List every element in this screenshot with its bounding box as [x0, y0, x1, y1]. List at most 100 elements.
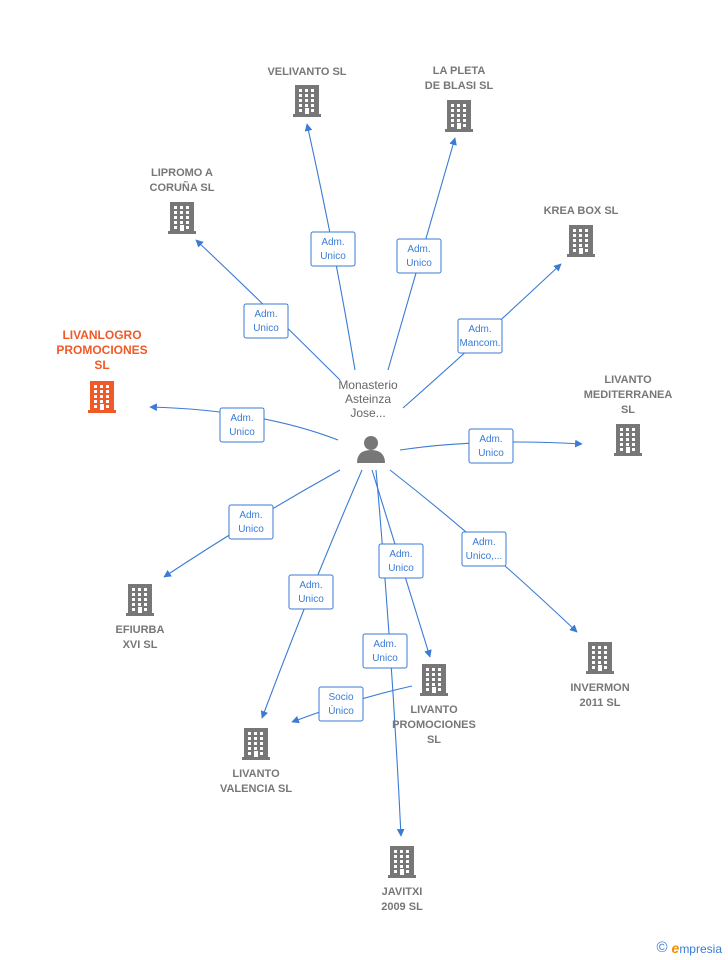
- edge-label-line: Unico: [253, 323, 279, 334]
- node-label: SL: [427, 734, 441, 746]
- node-label: LIPROMO A: [151, 167, 213, 179]
- node-label: MEDITERRANEA: [584, 389, 673, 401]
- edge-label-box: [457, 318, 503, 354]
- building-icon: [168, 202, 196, 234]
- edge-label-livanlogro[interactable]: Adm. Unico: [219, 407, 265, 443]
- edge-label-line: Socio: [328, 692, 353, 703]
- edge-label-la-pleta[interactable]: Adm. Unico: [396, 238, 442, 274]
- edge-label-line: Unico: [298, 594, 324, 605]
- node-label: VALENCIA SL: [220, 783, 292, 795]
- edge-label-livanto-mediterranea[interactable]: Adm. Unico: [468, 428, 514, 464]
- edge-label-line: Mancom.: [459, 338, 500, 349]
- edge-label-line: Adm.: [230, 413, 253, 424]
- center-label: Monasterio: [338, 378, 398, 392]
- brand-name: mpresia: [679, 941, 722, 956]
- node-label: LIVANTO: [232, 768, 280, 780]
- node-label: VELIVANTO SL: [267, 66, 346, 78]
- edge-label-line: Adm.: [407, 244, 430, 255]
- edge-label-box: [362, 633, 408, 669]
- node-label: LIVANTO: [604, 374, 652, 386]
- building-icon: [445, 100, 473, 132]
- edge-label-box: [228, 504, 274, 540]
- node-krea-box[interactable]: KREA BOX SL: [544, 205, 619, 257]
- edge-label-efiurba[interactable]: Adm. Unico: [228, 504, 274, 540]
- center-label: Jose...: [350, 406, 385, 420]
- edge-label-line: Unico: [320, 251, 346, 262]
- edge-label-line: Unico: [238, 524, 264, 535]
- edges-layer: [149, 123, 583, 837]
- building-icon: [293, 85, 321, 117]
- edge-label-invermon[interactable]: Adm.Unico,...: [461, 531, 507, 567]
- edge-label-livanto-promociones[interactable]: Adm. Unico: [378, 543, 424, 579]
- edge-label-line: Adm.: [239, 510, 262, 521]
- building-icon: [614, 424, 642, 456]
- edge-label-line: Unico,...: [466, 551, 503, 562]
- node-label: PROMOCIONES: [392, 719, 476, 731]
- building-icon: [567, 225, 595, 257]
- edge-label-line: Adm.: [254, 309, 277, 320]
- node-label: SL: [94, 358, 109, 372]
- building-icon: [420, 664, 448, 696]
- edge-label-line: Adm.: [321, 237, 344, 248]
- edge-label-box: [219, 407, 265, 443]
- edge-label-livanto-valencia[interactable]: Adm. Unico: [288, 574, 334, 610]
- building-icon: [126, 584, 154, 616]
- edge-label-box: [243, 303, 289, 339]
- edge-label-line: Unico: [406, 258, 432, 269]
- node-label: JAVITXI: [382, 886, 423, 898]
- node-label: LIVANLOGRO: [62, 328, 141, 342]
- edge-label-line: Unico: [229, 427, 255, 438]
- node-label: CORUÑA SL: [150, 181, 215, 194]
- edge-label-box: [461, 531, 507, 567]
- edge-label-javitxi[interactable]: Adm. Unico: [362, 633, 408, 669]
- edge-label-krea-box[interactable]: Adm. Mancom.: [457, 318, 503, 354]
- brand-initial: e: [671, 939, 680, 956]
- node-livanto-valencia[interactable]: LIVANTO VALENCIA SL: [220, 728, 292, 795]
- edge-label-box: [468, 428, 514, 464]
- edge-label-line: Unico: [388, 563, 414, 574]
- building-icon: [88, 381, 116, 413]
- node-livanto-promociones[interactable]: LIVANTO PROMOCIONES SL: [392, 664, 476, 746]
- edge-label-box: [378, 543, 424, 579]
- edge-label-line: Adm.: [389, 549, 412, 560]
- brand-logo[interactable]: empresia: [672, 940, 722, 956]
- edge-label-line: Unico: [478, 448, 504, 459]
- building-icon: [242, 728, 270, 760]
- edge-label-lipromo[interactable]: Adm. Unico: [243, 303, 289, 339]
- edge-label-line: Adm.: [479, 434, 502, 445]
- center-person-node[interactable]: MonasterioAsteinzaJose...: [338, 378, 398, 463]
- edge-label-line: Adm.: [373, 639, 396, 650]
- node-lipromo[interactable]: LIPROMO A CORUÑA SL: [150, 167, 215, 234]
- copyright-symbol: ©: [656, 939, 668, 956]
- node-label: 2011 SL: [580, 697, 621, 709]
- edge-label-box: [288, 574, 334, 610]
- center-label: Asteinza: [345, 392, 391, 406]
- building-icon: [388, 846, 416, 878]
- node-label: PROMOCIONES: [56, 343, 147, 357]
- node-label: XVI SL: [123, 639, 158, 651]
- edge-label-line: Unico: [372, 653, 398, 664]
- edge-label-box: [310, 231, 356, 267]
- footer-brand: © empresia: [656, 939, 722, 956]
- node-la-pleta[interactable]: LA PLETA DE BLASI SL: [425, 65, 494, 132]
- edge-label-box: [318, 686, 364, 722]
- node-efiurba[interactable]: EFIURBA XVI SL: [116, 584, 165, 651]
- node-label: DE BLASI SL: [425, 80, 494, 92]
- node-label: KREA BOX SL: [544, 205, 619, 217]
- node-label: EFIURBA: [116, 624, 165, 636]
- edge-label-line: Adm.: [468, 324, 491, 335]
- person-icon: [357, 436, 385, 463]
- edge-label-line: Adm.: [299, 580, 322, 591]
- node-label: LIVANTO: [410, 704, 458, 716]
- nodes-layer: VELIVANTO SL LA PLETA DE BLASI SL LIPROMO A…: [56, 65, 672, 913]
- node-velivanto[interactable]: VELIVANTO SL: [267, 66, 347, 117]
- edge-label-velivanto[interactable]: Adm. Unico: [310, 231, 356, 267]
- node-label: LA PLETA: [433, 65, 486, 77]
